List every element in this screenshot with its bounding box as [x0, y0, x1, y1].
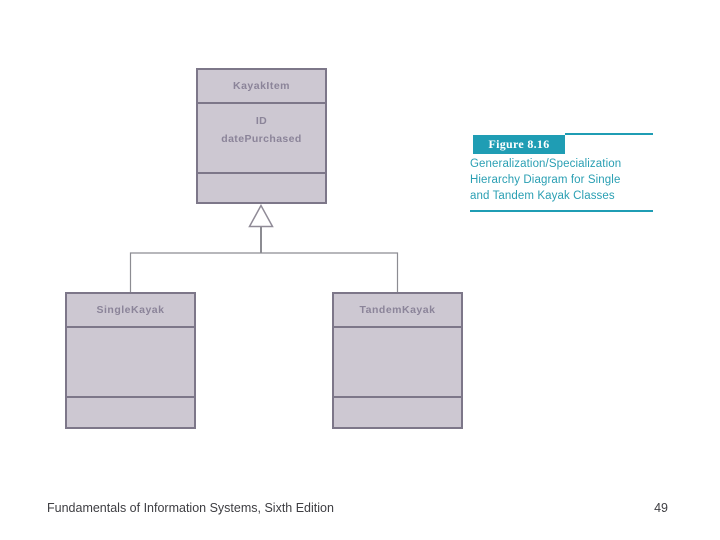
caption-line: Hierarchy Diagram for Single: [470, 174, 621, 186]
caption-line: Generalization/Specialization: [470, 158, 622, 170]
figure-caption: Figure 8.16 Generalization/Specializatio…: [470, 133, 653, 213]
footer-book-title: Fundamentals of Information Systems, Six…: [47, 501, 334, 515]
class-attribute: datePurchased: [221, 133, 302, 145]
class-attributes-section: ID datePurchased: [198, 102, 325, 172]
class-attributes-section: [334, 326, 461, 396]
footer-page-number: 49: [654, 501, 668, 515]
branch-line: [129, 252, 399, 292]
caption-text: Generalization/Specialization Hierarchy …: [470, 156, 621, 204]
class-name: SingleKayak: [96, 304, 165, 316]
class-name: KayakItem: [232, 80, 291, 92]
caption-top-rule: [565, 133, 653, 135]
class-methods-section: [67, 396, 194, 427]
class-name: TandemKayak: [359, 304, 436, 316]
class-attributes-section: [67, 326, 194, 396]
figure-label: Figure 8.16: [473, 135, 565, 154]
caption-line: and Tandem Kayak Classes: [470, 190, 615, 202]
class-box-tandemkayak: TandemKayak: [332, 292, 463, 429]
triangle-arrowhead-icon: [248, 203, 274, 228]
class-methods-section: [198, 172, 325, 202]
class-methods-section: [334, 396, 461, 427]
class-box-kayakitem: KayakItem ID datePurchased: [196, 68, 327, 204]
caption-bottom-rule: [470, 210, 653, 212]
class-box-singlekayak: SingleKayak: [65, 292, 196, 429]
class-attribute: ID: [255, 115, 268, 127]
